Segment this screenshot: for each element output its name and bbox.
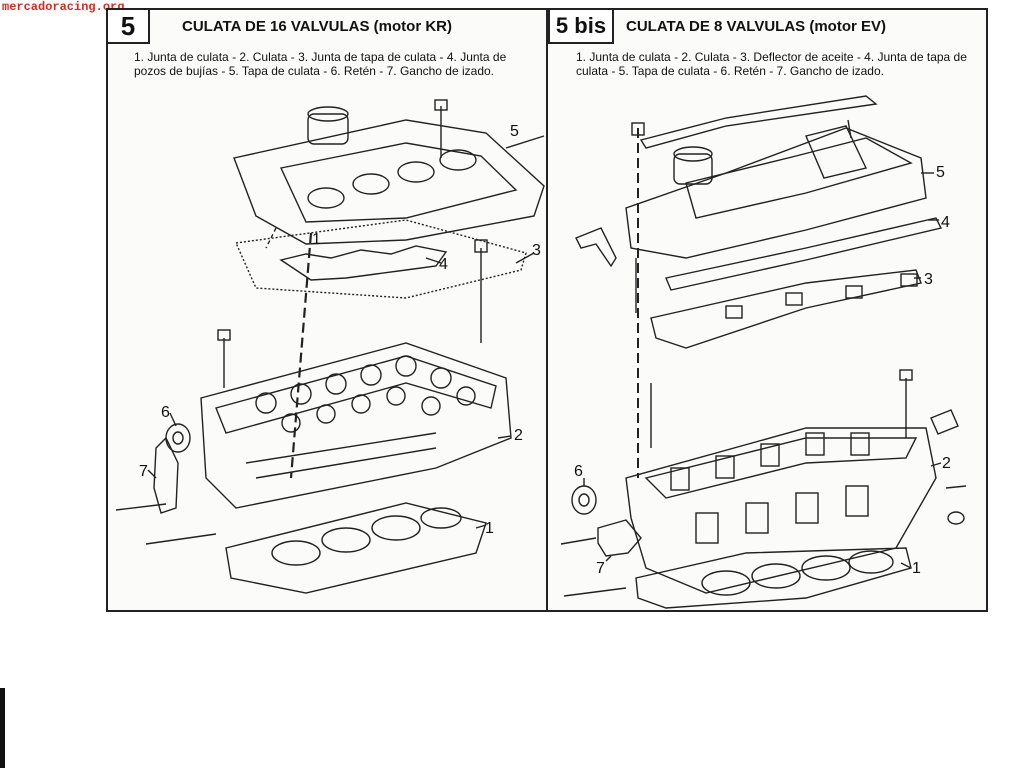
left-callout-1: 1 xyxy=(485,520,494,537)
right-valve-cover xyxy=(625,127,927,259)
left-callout-1-top: 1 xyxy=(312,231,321,248)
right-callouts: 5 4 3 2 1 6 7 xyxy=(574,164,951,577)
left-callout-5: 5 xyxy=(510,123,519,140)
left-section-number: 5 xyxy=(106,8,150,44)
right-callout-4: 4 xyxy=(941,214,950,231)
right-section-title: CULATA DE 8 VALVULAS (motor EV) xyxy=(626,18,886,35)
left-callout-3: 3 xyxy=(532,242,541,259)
scan-edge-bar xyxy=(0,688,5,768)
right-lifting-hook xyxy=(597,519,642,557)
right-section-number: 5 bis xyxy=(548,8,614,44)
left-lifting-hook xyxy=(153,436,179,514)
left-callout-6: 6 xyxy=(161,404,170,421)
right-callout-2: 2 xyxy=(942,455,951,472)
right-callout-1: 1 xyxy=(912,560,921,577)
right-callout-5: 5 xyxy=(936,164,945,181)
right-callout-3: 3 xyxy=(924,271,933,288)
left-callouts: 5 3 4 1 2 1 6 7 xyxy=(139,123,541,537)
section-divider xyxy=(546,8,548,612)
left-valve-cover xyxy=(233,119,545,245)
left-callout-4: 4 xyxy=(439,256,448,273)
right-exploded-view xyxy=(560,95,967,609)
left-oil-cap xyxy=(307,106,349,145)
right-seal xyxy=(571,485,597,515)
site-watermark: mercadoracing.org xyxy=(2,0,125,14)
left-head-gasket xyxy=(225,502,487,594)
right-cover-gasket xyxy=(665,217,943,291)
right-oil-cap xyxy=(673,146,713,185)
right-callout-6: 6 xyxy=(574,463,583,480)
left-seal xyxy=(165,423,191,453)
left-cover-gasket xyxy=(234,219,527,299)
left-parts-caption: 1. Junta de culata - 2. Culata - 3. Junt… xyxy=(134,50,507,78)
left-cylinder-head xyxy=(200,342,512,509)
left-callout-2: 2 xyxy=(514,427,523,444)
left-section-title: CULATA DE 16 VALVULAS (motor KR) xyxy=(182,18,452,35)
left-callout-7: 7 xyxy=(139,463,148,480)
right-callout-7: 7 xyxy=(596,560,605,577)
left-exploded-view xyxy=(115,99,545,594)
right-oil-deflector xyxy=(650,269,922,349)
right-parts-caption: 1. Junta de culata - 2. Culata - 3. Defl… xyxy=(576,50,967,78)
exploded-view-drawings: 5 3 4 1 2 1 6 7 5 4 3 2 1 6 7 xyxy=(115,95,967,609)
right-head-gasket xyxy=(635,547,912,609)
